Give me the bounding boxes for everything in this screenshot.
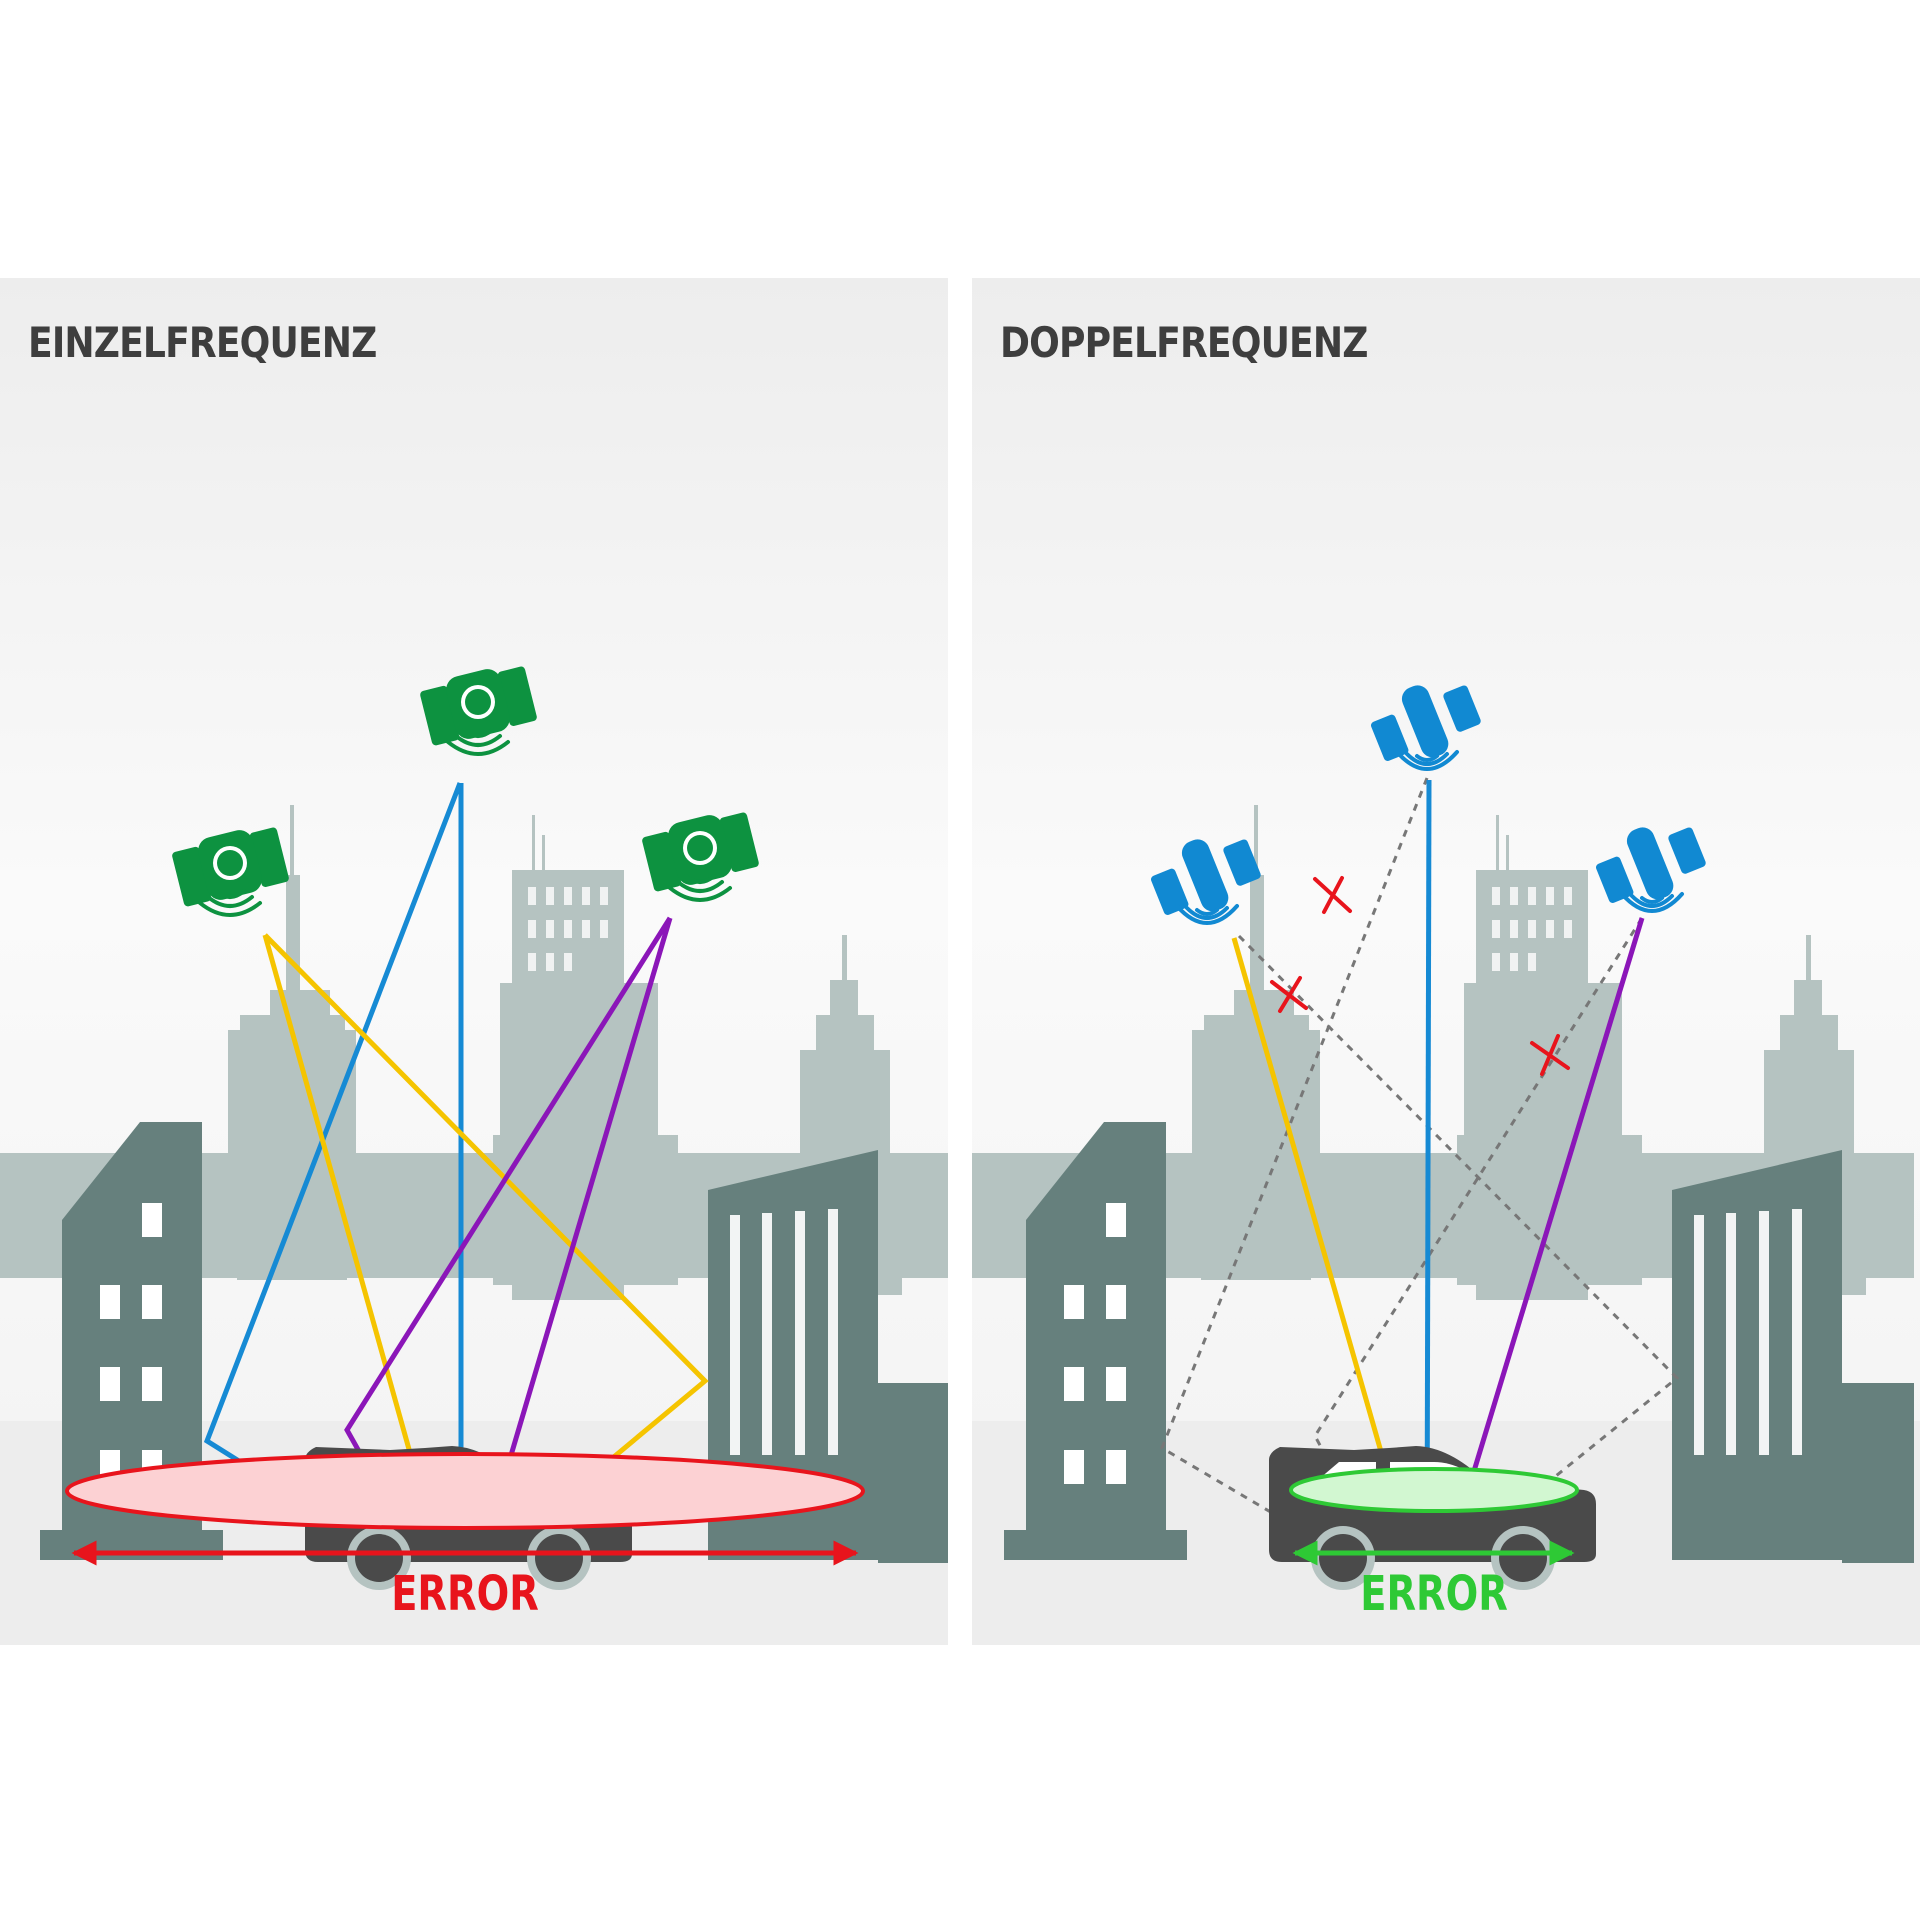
error-ellipse — [1289, 1467, 1579, 1513]
error-label: ERROR — [391, 1566, 539, 1622]
signal-path-blue-direct — [1424, 779, 1432, 1561]
panel-title: EINZELFREQUENZ — [28, 318, 377, 367]
dual-frequency-panel: DOPPELFREQUENZ ERROR — [972, 278, 1920, 1645]
panel-title: DOPPELFREQUENZ — [1000, 318, 1368, 367]
rejected-path-blue — [1160, 777, 1429, 1562]
signal-path-purple-direct — [1444, 917, 1645, 1561]
blocked-markers — [1270, 876, 1570, 1076]
blocked-x-icon — [1270, 976, 1308, 1013]
blocked-x-icon — [1313, 876, 1352, 914]
error-ellipse — [65, 1452, 865, 1530]
single-frequency-panel: EINZELFREQUENZ ERROR — [0, 278, 948, 1645]
blocked-x-icon — [1530, 1034, 1570, 1076]
dual-frequency-illustration — [972, 278, 1920, 1645]
error-label: ERROR — [1360, 1566, 1508, 1622]
single-frequency-illustration — [0, 278, 948, 1645]
